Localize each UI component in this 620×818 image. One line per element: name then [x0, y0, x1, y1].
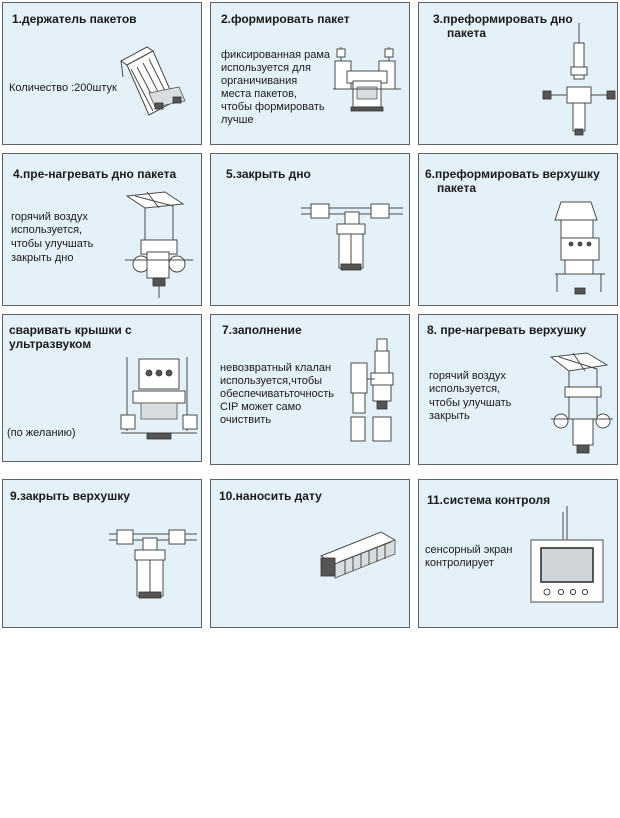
step-desc-line: горячий воздух — [11, 211, 88, 223]
step-desc-line: сенсорный экран — [425, 544, 513, 556]
step-title: 4.пре-нагревать дно пакета — [13, 167, 177, 181]
step-title: 5.закрыть дно — [226, 167, 311, 181]
step-panel-1: 1.держатель пакетов Количество :200штук — [2, 2, 202, 145]
step-desc-line: чтобы улучшать — [429, 397, 512, 409]
step-panel-8: 7.заполнение невозвратный клалан использ… — [210, 314, 410, 465]
bottom-preheater-icon — [117, 186, 201, 302]
step-desc-line: используется для — [221, 62, 311, 74]
step-desc-line: используется, — [11, 224, 83, 236]
step-panel-2: 2.формировать пакет фиксированная рама и… — [210, 2, 410, 145]
step-desc-line: чтобы формировать — [221, 101, 325, 113]
step-title-line2: пакета — [447, 26, 486, 40]
top-preformer-icon — [551, 198, 611, 298]
step-panel-12: 11.система контроля сенсорный экран конт… — [418, 479, 618, 628]
step-desc-line: горячий воздух — [429, 370, 506, 382]
step-title: сваривать крышки с — [9, 323, 132, 337]
step-desc-line: Количество :200штук — [9, 82, 117, 94]
step-desc-line: чтобы улучшать — [11, 238, 94, 250]
step-title: 9.закрыть верхушку — [10, 489, 130, 503]
step-panel-10: 9.закрыть верхушку — [2, 479, 202, 628]
step-desc-line: используется, — [429, 383, 501, 395]
step-desc-line: CIP может само — [220, 401, 302, 413]
step-desc-line: (по желанию) — [7, 427, 76, 439]
step-title: 10.наносить дату — [219, 489, 322, 503]
filling-valve-icon — [345, 335, 407, 447]
ultrasonic-sealer-icon — [117, 351, 201, 445]
step-desc-line: закрыть — [429, 410, 470, 422]
bag-holder-machine-icon — [113, 41, 193, 121]
date-printer-icon — [317, 528, 399, 584]
step-title-line2: пакета — [437, 181, 476, 195]
bag-forming-frame-icon — [327, 41, 409, 123]
step-desc-line: закрыть дно — [11, 252, 74, 264]
top-sealer-icon — [107, 522, 199, 604]
step-panel-6: 6.преформировать верхушку пакета — [418, 153, 618, 306]
bottom-sealer-icon — [297, 194, 407, 274]
bottom-preformer-icon — [539, 23, 617, 139]
step-title: 8. пре-нагревать верхушку — [427, 323, 587, 337]
top-preheater-icon — [545, 349, 617, 461]
step-panel-5: 5.закрыть дно — [210, 153, 410, 306]
step-panel-11: 10.наносить дату — [210, 479, 410, 628]
step-title: 1.держатель пакетов — [12, 12, 137, 26]
step-desc-line: органичивания — [221, 75, 298, 87]
step-title: 7.заполнение — [222, 323, 302, 337]
step-desc-line: невозвратный клалан — [220, 362, 332, 374]
step-desc-line: места пакетов, — [221, 88, 297, 100]
step-desc-line: очиствить — [220, 414, 272, 426]
step-panel-3: 3.преформировать дно пакета — [418, 2, 618, 145]
step-title-line2: ультразвуком — [9, 337, 92, 351]
step-panel-9: 8. пре-нагревать верхушку горячий воздух… — [418, 314, 618, 465]
step-panel-4: 4.пре-нагревать дно пакета горячий возду… — [2, 153, 202, 306]
step-desc-line: контролирует — [425, 557, 494, 569]
touch-screen-panel-icon — [529, 504, 605, 606]
step-desc-line: обеспечиватьточность — [220, 388, 334, 400]
step-desc-line: фиксированная рама — [221, 49, 331, 61]
step-panel-7: сваривать крышки с ультразвуком (по жела… — [2, 314, 202, 462]
step-title: 3.преформировать дно — [433, 12, 573, 26]
step-title: 11.система контроля — [427, 493, 551, 507]
step-title: 6.преформировать верхушку — [425, 167, 600, 181]
step-desc-line: лучше — [221, 114, 254, 126]
step-desc-line: используется,чтобы — [220, 375, 323, 387]
step-title: 2.формировать пакет — [221, 12, 350, 26]
